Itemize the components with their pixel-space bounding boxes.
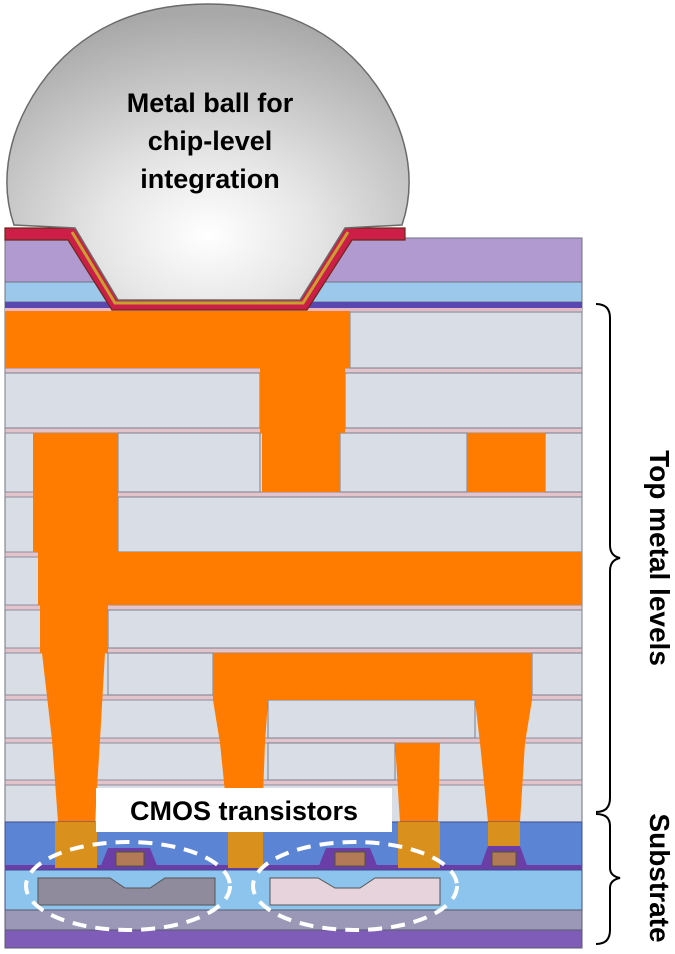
metal-via-left-lower bbox=[42, 653, 105, 822]
metal-line-mid bbox=[262, 433, 340, 492]
metal-ball-group: Metal ball for chip-level integration bbox=[4, 3, 410, 311]
ball-label-line-2: chip-level bbox=[148, 126, 273, 156]
cmos-label-box bbox=[96, 788, 392, 832]
contact-liner bbox=[5, 865, 582, 870]
contact-gold-1 bbox=[55, 822, 97, 868]
metal-via-top-center bbox=[260, 368, 345, 433]
metal-via-left-upper bbox=[33, 433, 118, 552]
top-metal-label: Top metal levels bbox=[644, 450, 675, 666]
gate-3 bbox=[480, 846, 528, 868]
metal-bar-right bbox=[213, 653, 532, 700]
ball-label-line-1: Metal ball for bbox=[127, 88, 294, 118]
metal-via-left-mid bbox=[40, 605, 108, 653]
transistor-highlight-right bbox=[251, 840, 459, 932]
gate-2 bbox=[318, 848, 378, 868]
metal-pad-right bbox=[467, 433, 545, 492]
gate-1 bbox=[100, 848, 158, 868]
diffusion-right bbox=[269, 877, 441, 906]
bond-pad-liner bbox=[70, 231, 350, 305]
metal-ball bbox=[6, 3, 410, 301]
substrate-bottom-purple bbox=[4, 929, 583, 949]
metal-bar-wide bbox=[38, 552, 582, 605]
diffusion-left bbox=[37, 877, 216, 906]
top-metal-brace bbox=[595, 303, 621, 813]
substrate-region bbox=[4, 821, 583, 949]
substrate-brace bbox=[595, 813, 621, 945]
cmos-label: CMOS transistors bbox=[130, 796, 358, 826]
substrate-bottom-gray bbox=[4, 909, 583, 931]
metal-via-right bbox=[475, 700, 532, 822]
substrate-label: Substrate bbox=[644, 813, 675, 942]
ball-label-line-3: integration bbox=[140, 164, 280, 194]
transistor-highlight-left bbox=[24, 840, 232, 932]
contact-gold-3 bbox=[398, 822, 440, 868]
metal-top-plate bbox=[5, 311, 350, 368]
metal-via-center-right bbox=[395, 743, 440, 822]
